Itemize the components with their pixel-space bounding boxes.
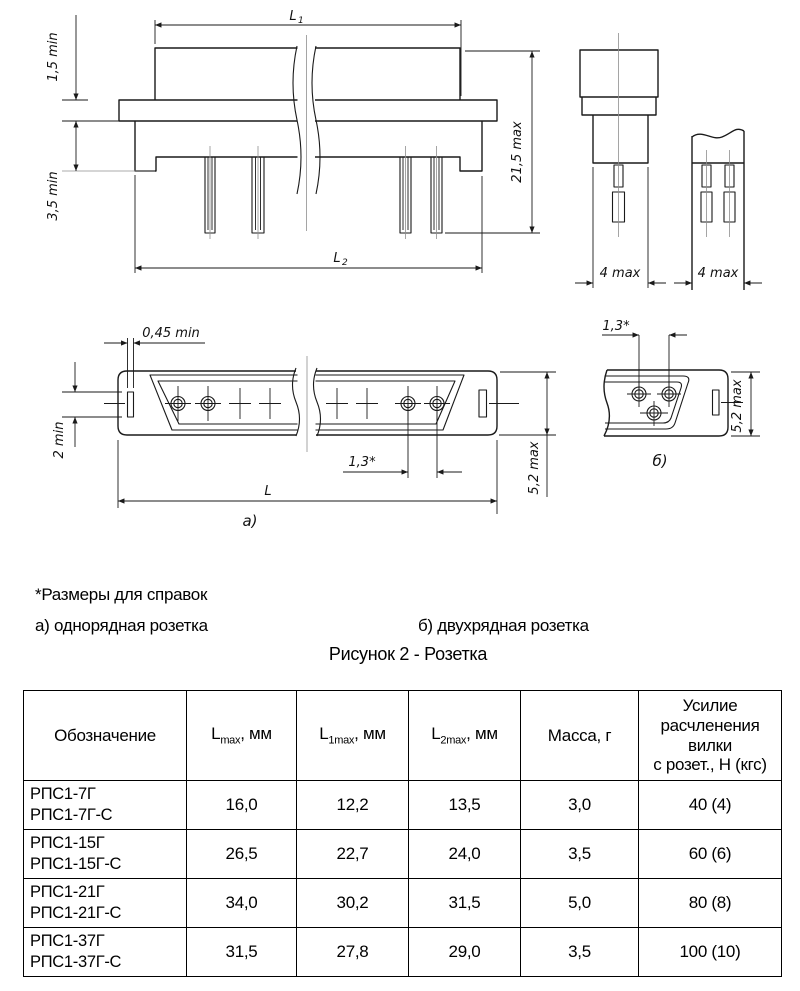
cell-l1max: 27,8 — [296, 927, 409, 977]
header-mass: Масса, г — [520, 690, 639, 781]
cell-mass: 5,0 — [520, 878, 639, 928]
cell-l1max: 30,2 — [296, 878, 409, 928]
view-a-label: а) — [242, 512, 257, 530]
cell-mass: 3,5 — [520, 927, 639, 977]
cell-l2max: 29,0 — [408, 927, 521, 977]
end-view-capped: 4 max — [575, 33, 666, 288]
dim-label-2-min: 2 min — [52, 422, 67, 459]
cell-l1max: 12,2 — [296, 780, 409, 830]
socket-contacts — [165, 386, 450, 421]
dim-label-l1-sub: 1 — [298, 16, 304, 26]
cell-lmax: 26,5 — [186, 829, 297, 879]
table-row: РПС1-21Г РПС1-21Г-С 34,0 30,2 31,5 5,0 8… — [23, 878, 782, 928]
table-row: РПС1-15Г РПС1-15Г-С 26,5 22,7 24,0 3,5 6… — [23, 829, 782, 879]
dim-label-5-2-a: 5,2 max — [527, 441, 542, 494]
view-a-single-row: 0,45 min 2 min 1,3* L 5,2 max а) — [52, 326, 556, 530]
cell-l2max: 31,5 — [408, 878, 521, 928]
dim-label-5-2-b: 5,2 max — [730, 379, 745, 432]
dim-label-L: L — [264, 484, 271, 499]
header-designation: Обозначение — [23, 690, 187, 781]
dim-label-0-45-min: 0,45 min — [142, 326, 200, 341]
table-header-row: Обозначение Lmax, мм L1max, мм L2max, мм… — [23, 690, 782, 781]
cell-designation: РПС1-37Г РПС1-37Г-С — [23, 927, 187, 977]
cell-designation: РПС1-7Г РПС1-7Г-С — [23, 780, 187, 830]
dim-label-3-5-min: 3,5 min — [46, 171, 61, 220]
dim-label-1-3-a: 1,3* — [348, 455, 376, 470]
spec-table: Обозначение Lmax, мм L1max, мм L2max, мм… — [23, 690, 782, 977]
cell-lmax: 16,0 — [186, 780, 297, 830]
contact-pins — [204, 146, 443, 239]
table-row: РПС1-7Г РПС1-7Г-С 16,0 12,2 13,5 3,0 40 … — [23, 780, 782, 830]
caption-view-b: б) двухрядная розетка — [418, 616, 589, 635]
cell-lmax: 31,5 — [186, 927, 297, 977]
header-l2max: L2max, мм — [408, 690, 521, 781]
cell-l2max: 24,0 — [408, 829, 521, 879]
header-l1max: L1max, мм — [296, 690, 409, 781]
cell-force: 60 (6) — [638, 829, 782, 879]
figure-drawing: L 1 L 2 21,5 max 1,5 min 3,5 min — [46, 9, 762, 530]
figure-title: Рисунок 2 - Розетка — [328, 644, 488, 664]
cell-mass: 3,0 — [520, 780, 639, 830]
cell-force: 80 (8) — [638, 878, 782, 928]
dim-label-l2-sub: 2 — [342, 258, 348, 268]
view-b-label: б) — [652, 452, 667, 470]
cell-l1max: 22,7 — [296, 829, 409, 879]
dim-label-l2: L — [333, 251, 340, 266]
cell-mass: 3,5 — [520, 829, 639, 879]
cell-lmax: 34,0 — [186, 878, 297, 928]
dim-label-4-max-cap: 4 max — [600, 266, 641, 281]
view-b-double-row: 1,3* 5,2 max б) — [602, 319, 760, 470]
cell-l2max: 13,5 — [408, 780, 521, 830]
side-view: L 1 L 2 21,5 max 1,5 min 3,5 min — [46, 9, 540, 273]
cell-force: 40 (4) — [638, 780, 782, 830]
dim-label-21-5-max: 21,5 max — [510, 121, 525, 183]
dim-label-l1: L — [289, 9, 296, 24]
dim-label-4-max-partial: 4 max — [698, 266, 739, 281]
cell-force: 100 (10) — [638, 927, 782, 977]
caption-view-a: а) однорядная розетка — [35, 616, 208, 635]
socket-contacts-b — [627, 381, 681, 426]
dim-label-1-5-min: 1,5 min — [46, 32, 61, 81]
cell-designation: РПС1-15Г РПС1-15Г-С — [23, 829, 187, 879]
cell-designation: РПС1-21Г РПС1-21Г-С — [23, 878, 187, 928]
end-view-partial: 4 max — [674, 128, 762, 290]
header-force: Усилие расчленения вилки с розет., Н (кг… — [638, 690, 782, 781]
header-lmax: Lmax, мм — [186, 690, 297, 781]
table-row: РПС1-37Г РПС1-37Г-С 31,5 27,8 29,0 3,5 1… — [23, 927, 782, 977]
dim-label-1-3-b: 1,3* — [602, 319, 630, 334]
reference-note: *Размеры для справок — [35, 585, 208, 604]
